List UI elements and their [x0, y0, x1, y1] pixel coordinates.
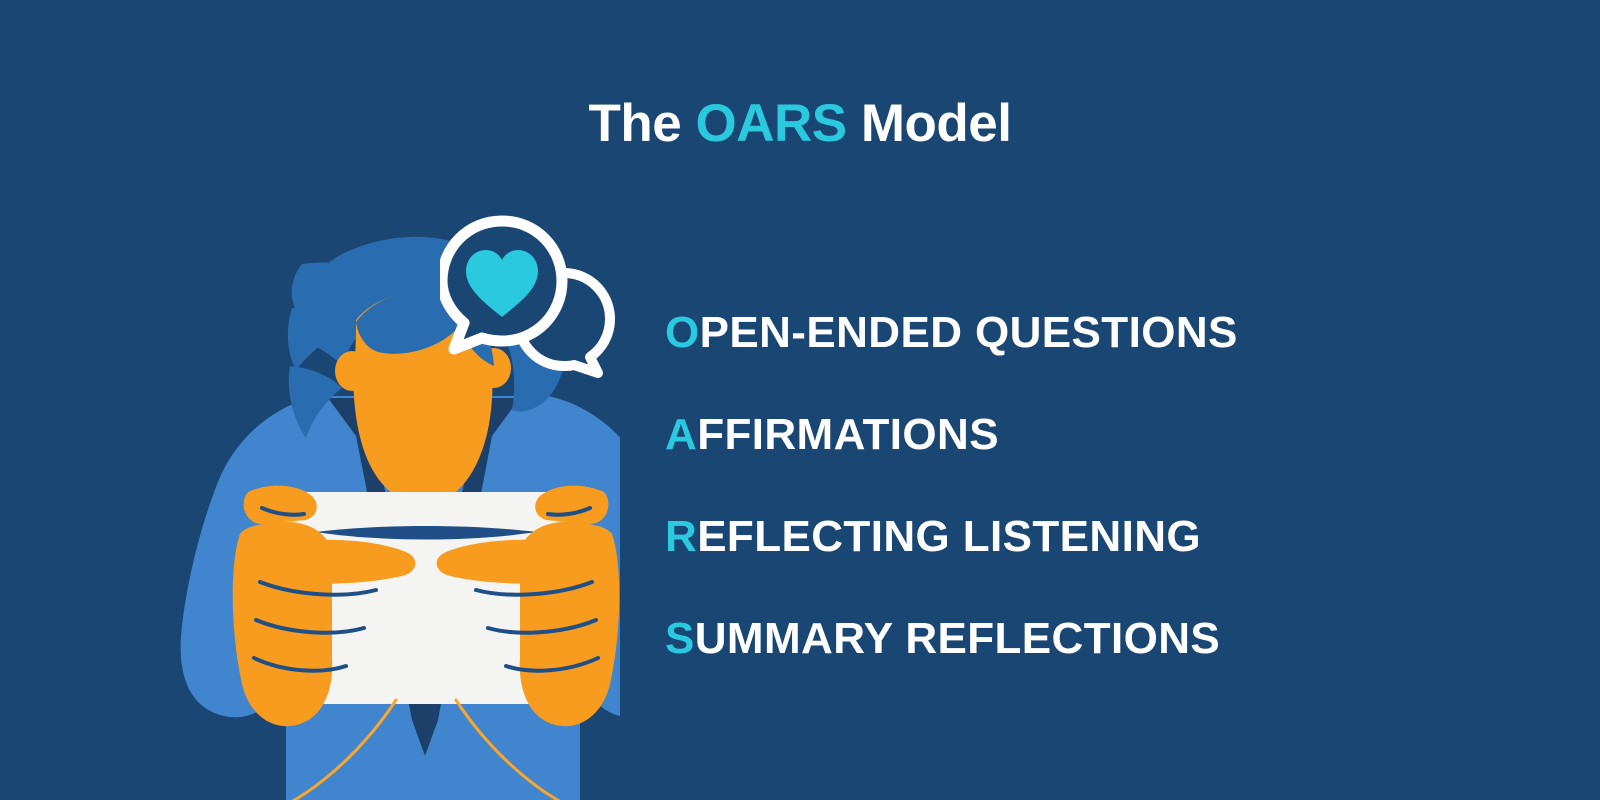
- oars-lead-letter-a: A: [665, 410, 698, 459]
- finger-creases-right: [474, 506, 600, 673]
- shirt-opening: [328, 398, 520, 756]
- oars-label-summary-reflections: UMMARY REFLECTIONS: [694, 614, 1221, 663]
- hand-left: [232, 485, 416, 727]
- title-accent-oars: OARS: [695, 94, 847, 153]
- page-title: The OARS Model: [0, 96, 1600, 152]
- oars-lead-letter-r: R: [665, 512, 698, 561]
- ear-left: [335, 351, 369, 391]
- title-part-1: The: [588, 94, 696, 153]
- oars-label-affirmations: FFIRMATIONS: [697, 410, 999, 459]
- heart-icon: [466, 250, 538, 317]
- tablet-speaker-line: [316, 526, 536, 540]
- finger-creases-left: [252, 506, 378, 673]
- hair-spikes: [287, 262, 376, 438]
- oars-lead-letter-s: S: [665, 614, 695, 663]
- speech-bubbles-icon: [440, 215, 615, 380]
- oars-label-open-ended-questions: PEN-ENDED QUESTIONS: [699, 308, 1238, 357]
- title-part-2: Model: [846, 94, 1012, 153]
- oars-lead-letter-o: O: [665, 308, 700, 357]
- sleeve-accent-right: [454, 698, 561, 800]
- hand-right: [436, 485, 620, 727]
- sleeve-accent-left: [291, 698, 398, 800]
- oars-label-reflecting-listening: EFLECTING LISTENING: [697, 512, 1202, 561]
